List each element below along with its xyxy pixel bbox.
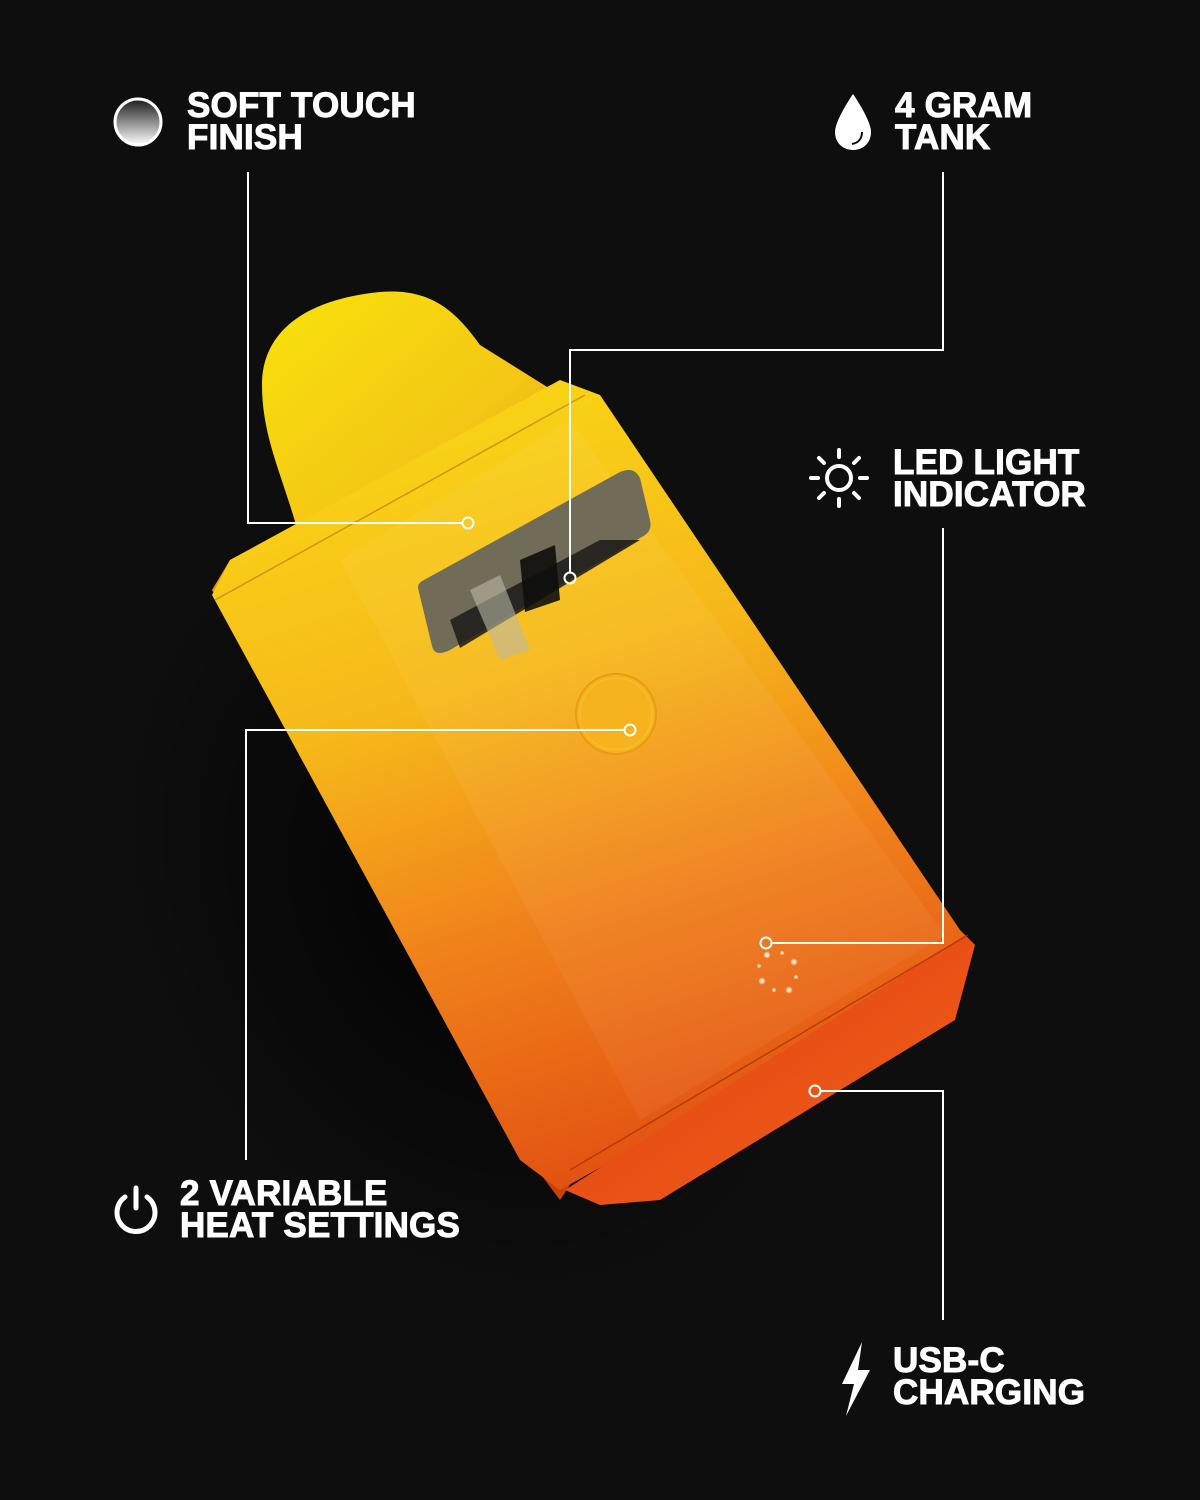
callout-line1: USB-C: [892, 1341, 1005, 1380]
leader-lines: [245, 172, 944, 1320]
power-icon: [110, 1184, 162, 1243]
callout-line2: CHARGING: [892, 1373, 1086, 1412]
mouthpiece: [262, 291, 560, 540]
sun-icon: [808, 447, 870, 514]
callout-line1: SOFT TOUCH: [187, 86, 417, 125]
callout-line1: 2 VARIABLE: [179, 1174, 388, 1213]
callout-line2: TANK: [894, 118, 991, 157]
callout-line2: FINISH: [187, 118, 304, 157]
callout-4-gram-tank: 4 GRAM TANK: [894, 86, 1033, 157]
device-base: [565, 935, 975, 1205]
callout-line1: LED LIGHT: [892, 443, 1080, 482]
device-body: [212, 380, 975, 1190]
leader-line-heat: [245, 729, 624, 1160]
led-indicator-ring: [756, 950, 799, 994]
power-button: [575, 673, 657, 755]
callout-line2: INDICATOR: [892, 475, 1087, 514]
callout-led-light-indicator: LED LIGHT INDICATOR: [892, 443, 1087, 514]
callout-soft-touch-finish: SOFT TOUCH FINISH: [187, 86, 417, 157]
leader-line-usb: [821, 1090, 944, 1320]
leader-line-soft-touch: [247, 172, 462, 524]
callout-variable-heat-settings: 2 VARIABLE HEAT SETTINGS: [179, 1174, 461, 1245]
gradient-circle-icon: [112, 96, 164, 153]
lightning-bolt-icon: [836, 1340, 874, 1423]
leader-line-led: [772, 528, 944, 944]
callout-usb-c-charging: USB-C CHARGING: [892, 1341, 1086, 1412]
callout-line1: 4 GRAM: [894, 86, 1033, 125]
callout-line2: HEAT SETTINGS: [179, 1206, 461, 1245]
leader-line-tank: [569, 172, 944, 572]
droplet-icon: [832, 92, 874, 157]
